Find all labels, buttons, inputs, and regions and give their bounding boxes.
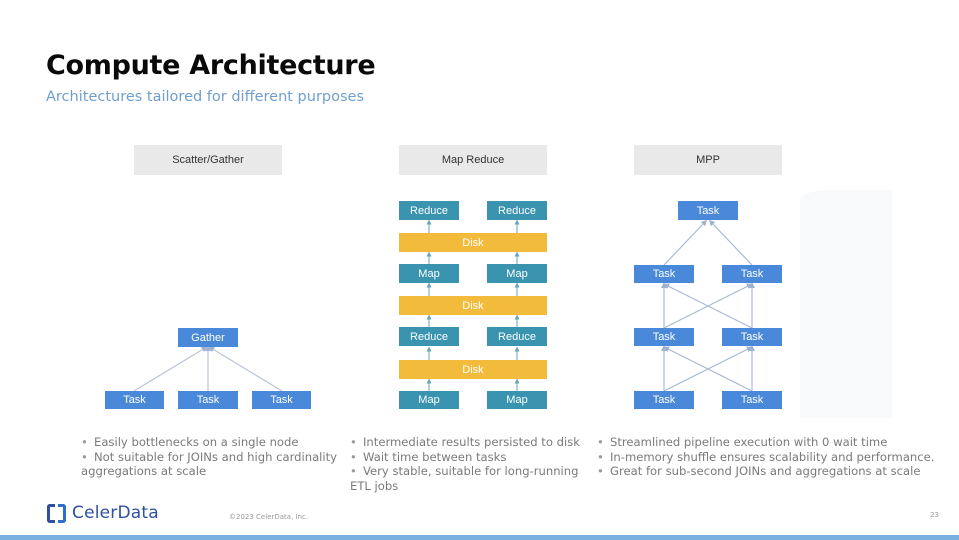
- slide-title: Compute Architecture: [46, 50, 376, 81]
- celerdata-logo: CelerData: [47, 503, 159, 523]
- logo-text: CelerData: [72, 503, 159, 523]
- map-reduce-header: Map Reduce: [399, 145, 547, 175]
- task-node: Task: [634, 265, 694, 283]
- task-node: Task: [178, 391, 238, 409]
- map-node: Map: [487, 391, 547, 409]
- task-node: Task: [678, 201, 738, 220]
- task-node: Task: [634, 391, 694, 409]
- map-node: Map: [399, 391, 459, 409]
- task-node: Task: [252, 391, 311, 409]
- task-node: Task: [722, 328, 782, 346]
- reduce-node: Reduce: [399, 201, 459, 220]
- map-node: Map: [487, 264, 547, 283]
- background-panel: [800, 190, 892, 418]
- task-node: Task: [105, 391, 164, 409]
- task-node: Task: [634, 328, 694, 346]
- scatter-gather-header: Scatter/Gather: [134, 145, 282, 175]
- bullet-continuation: aggregations at scale: [81, 464, 207, 478]
- bottom-accent-bar: [0, 535, 959, 540]
- task-node: Task: [722, 265, 782, 283]
- reduce-node: Reduce: [487, 201, 547, 220]
- bullet-item: Easily bottlenecks on a single node: [81, 435, 337, 450]
- reduce-node: Reduce: [487, 327, 547, 346]
- disk-layer: Disk: [399, 360, 547, 379]
- scatter-gather-bullets: Easily bottlenecks on a single node Not …: [81, 435, 337, 479]
- slide-subtitle: Architectures tailored for different pur…: [46, 89, 365, 105]
- map-node: Map: [399, 264, 459, 283]
- reduce-node: Reduce: [399, 327, 459, 346]
- bullet-item: Not suitable for JOINs and high cardinal…: [81, 450, 337, 465]
- page-number: 23: [930, 511, 939, 519]
- bullet-item: Very stable, suitable for long-running: [350, 464, 580, 479]
- mpp-header: MPP: [634, 145, 782, 175]
- map-reduce-bullets: Intermediate results persisted to disk W…: [350, 435, 580, 493]
- gather-node: Gather: [178, 328, 238, 347]
- bullet-item: Intermediate results persisted to disk: [350, 435, 580, 450]
- bullet-continuation: ETL jobs: [350, 478, 399, 493]
- bullet-item: Great for sub-second JOINs and aggregati…: [597, 464, 934, 479]
- task-node: Task: [722, 391, 782, 409]
- copyright-text: ©2023 CelerData, Inc.: [229, 513, 309, 521]
- disk-layer: Disk: [399, 296, 547, 315]
- bullet-item: In-memory shuffle ensures scalability an…: [597, 450, 934, 465]
- bullet-item: Wait time between tasks: [350, 450, 580, 465]
- mpp-bullets: Streamlined pipeline execution with 0 wa…: [597, 435, 934, 479]
- bullet-item: Streamlined pipeline execution with 0 wa…: [597, 435, 934, 450]
- disk-layer: Disk: [399, 233, 547, 252]
- celerdata-logo-icon: [47, 503, 66, 523]
